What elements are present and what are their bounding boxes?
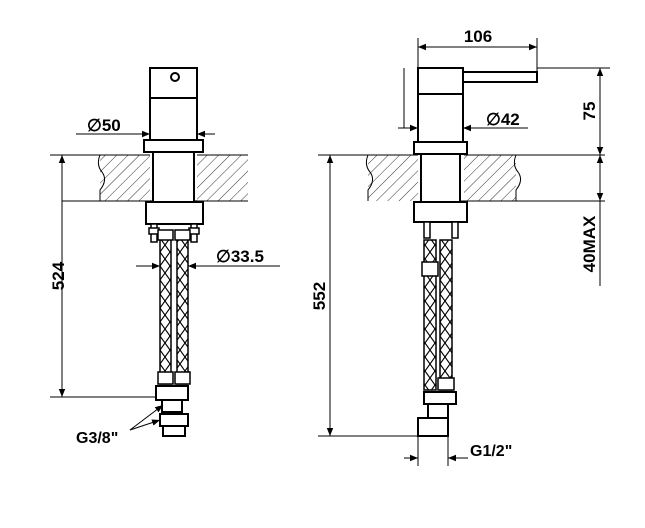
- dim-height-524: 524: [49, 154, 156, 398]
- left-view: ∅50 ∅33.5 524 G3/8": [49, 67, 280, 447]
- thread-label-left: G3/8": [76, 430, 118, 447]
- dim-label-total-height-right: 552: [310, 282, 329, 310]
- dim-height-75: 75: [537, 67, 610, 155]
- dim-label-diameter-hose-left: 33.5: [231, 247, 264, 266]
- diameter-symbol: ∅: [87, 116, 102, 135]
- fixing-studs-right: [423, 221, 459, 239]
- dim-label-diameter-body-right: 42: [501, 110, 520, 129]
- dim-label-total-height-left: 524: [49, 261, 68, 290]
- dim-label-deck-thickness: 40MAX: [580, 215, 599, 272]
- hose-fittings-right: [417, 391, 457, 437]
- braided-hoses-left: [157, 229, 191, 385]
- countertop-section-right: [318, 150, 605, 202]
- dim-label-lever-length: 106: [464, 27, 492, 46]
- dim-diameter-50: ∅50: [76, 116, 215, 138]
- hose-fittings-left: [155, 385, 189, 437]
- thread-callout-right: G1/2": [404, 436, 512, 466]
- handle-hole: [170, 72, 180, 82]
- dim-diameter-42: ∅42: [398, 68, 528, 132]
- braided-hoses-right: [421, 239, 455, 391]
- right-view: 106 ∅42 75 40MAX 552: [310, 27, 610, 466]
- svg-text:∅42: ∅42: [486, 110, 520, 129]
- mixer-body-left: [143, 67, 204, 225]
- dim-label-body-height: 75: [580, 102, 599, 121]
- svg-text:∅33.5: ∅33.5: [216, 247, 264, 266]
- svg-text:∅50: ∅50: [87, 116, 121, 135]
- dim-diameter-33-5: ∅33.5: [136, 247, 280, 270]
- dim-deck-40max: 40MAX: [580, 155, 604, 286]
- thread-callout-left: G3/8": [76, 404, 164, 447]
- fixing-studs-left: [148, 223, 200, 243]
- dim-label-diameter-body-left: 50: [102, 116, 121, 135]
- mixer-body-right: [413, 67, 538, 223]
- dim-lever-106: 106: [417, 27, 538, 72]
- diameter-symbol: ∅: [486, 110, 501, 129]
- diameter-symbol: ∅: [216, 247, 231, 266]
- thread-label-right: G1/2": [470, 443, 512, 460]
- dim-height-552: 552: [310, 155, 418, 437]
